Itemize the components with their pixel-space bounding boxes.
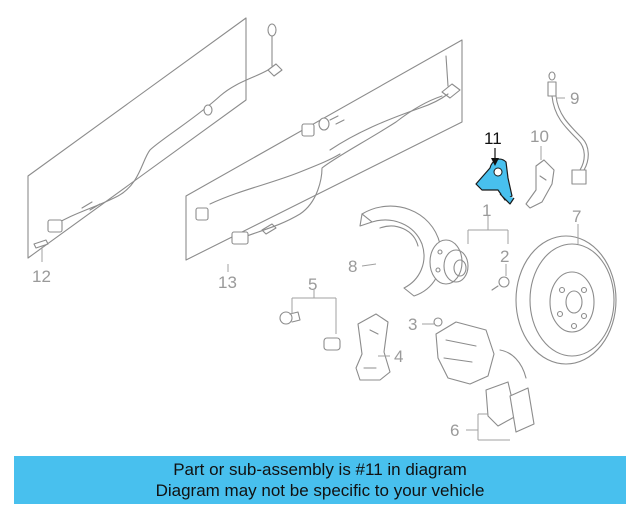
callout-numbers: 11 10 9 7 1 2 8 5 3 4 6 12 13: [32, 89, 581, 440]
inset-panel-12: [27, 17, 283, 259]
part-2-bolt: [491, 276, 510, 291]
part-4-caliper-bracket: [355, 313, 391, 381]
part-10-bracket: [525, 159, 555, 209]
part-1-hub: [429, 239, 469, 285]
callout-4: 4: [394, 347, 403, 366]
callout-5: 5: [308, 275, 317, 294]
callout-13: 13: [218, 273, 237, 292]
callout-11: 11: [484, 129, 502, 148]
parts-diagram: 11 10 9 7 1 2 8 5 3 4 6 12 13: [27, 17, 617, 441]
callout-2: 2: [500, 247, 509, 266]
banner-line-2: Diagram may not be specific to your vehi…: [155, 481, 485, 500]
part-3-brake-caliper: [433, 317, 527, 385]
part-9-brake-hose: [547, 71, 589, 185]
callout-9: 9: [570, 89, 579, 108]
callout-3: 3: [408, 315, 417, 334]
part-8-dust-shield: [359, 205, 442, 297]
callout-1: 1: [482, 201, 491, 220]
banner-line-1: Part or sub-assembly is #11 in diagram: [173, 460, 467, 479]
callout-6: 6: [450, 421, 459, 440]
part-7-brake-rotor: [515, 235, 617, 365]
callout-12: 12: [32, 267, 51, 286]
info-banner: Part or sub-assembly is #11 in diagram D…: [14, 456, 626, 504]
callout-10: 10: [530, 127, 549, 146]
part-6-brake-pads: [485, 381, 535, 433]
callout-7: 7: [572, 207, 581, 226]
part-11-wheel-speed-sensor[interactable]: [475, 158, 515, 205]
part-5-guide-pins: [279, 311, 341, 351]
leader-lines: [41, 97, 579, 441]
callout-8: 8: [348, 257, 357, 276]
inset-panel-13: [185, 39, 463, 261]
